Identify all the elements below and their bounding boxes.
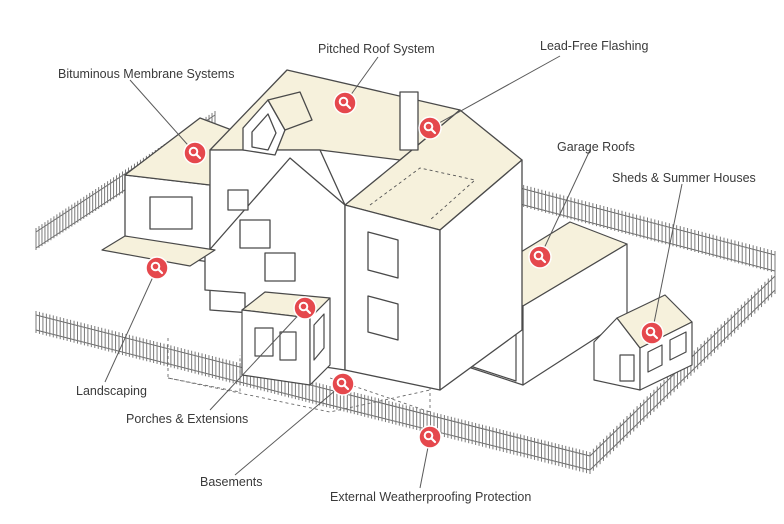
search-icon	[645, 326, 659, 340]
label-lead-free-flashing[interactable]: Lead-Free Flashing	[540, 39, 649, 53]
hotspot-landscaping[interactable]	[145, 256, 169, 280]
search-icon	[188, 146, 202, 160]
label-basements[interactable]: Basements	[200, 475, 263, 489]
search-icon	[338, 96, 352, 110]
hotspot-lead-free-flashing[interactable]	[418, 116, 442, 140]
hotspot-external-weatherproofing[interactable]	[418, 425, 442, 449]
label-sheds[interactable]: Sheds & Summer Houses	[612, 171, 756, 185]
basement-outline	[167, 338, 431, 413]
search-icon	[150, 261, 164, 275]
search-icon	[298, 301, 312, 315]
search-icon	[336, 377, 350, 391]
search-icon	[423, 121, 437, 135]
hotspot-pitched-roof[interactable]	[333, 91, 357, 115]
search-icon	[533, 250, 547, 264]
leader-lines	[104, 55, 683, 489]
label-landscaping[interactable]: Landscaping	[76, 384, 147, 398]
hotspot-garage-roofs[interactable]	[528, 245, 552, 269]
label-external-weatherproofing[interactable]: External Weatherproofing Protection	[330, 490, 532, 504]
label-pitched-roof[interactable]: Pitched Roof System	[318, 42, 435, 56]
label-garage-roofs[interactable]: Garage Roofs	[557, 140, 635, 154]
fence-pickets	[35, 111, 776, 474]
hotspot-sheds[interactable]	[640, 321, 664, 345]
hotspot-porches[interactable]	[293, 296, 317, 320]
main-house	[124, 69, 523, 391]
label-porches[interactable]: Porches & Extensions	[126, 412, 249, 426]
hotspot-basements[interactable]	[331, 372, 355, 396]
label-bituminous[interactable]: Bituminous Membrane Systems	[58, 67, 235, 81]
search-icon	[423, 430, 437, 444]
hotspot-bituminous[interactable]	[183, 141, 207, 165]
porch	[241, 291, 331, 386]
roof-dashed	[369, 167, 476, 221]
